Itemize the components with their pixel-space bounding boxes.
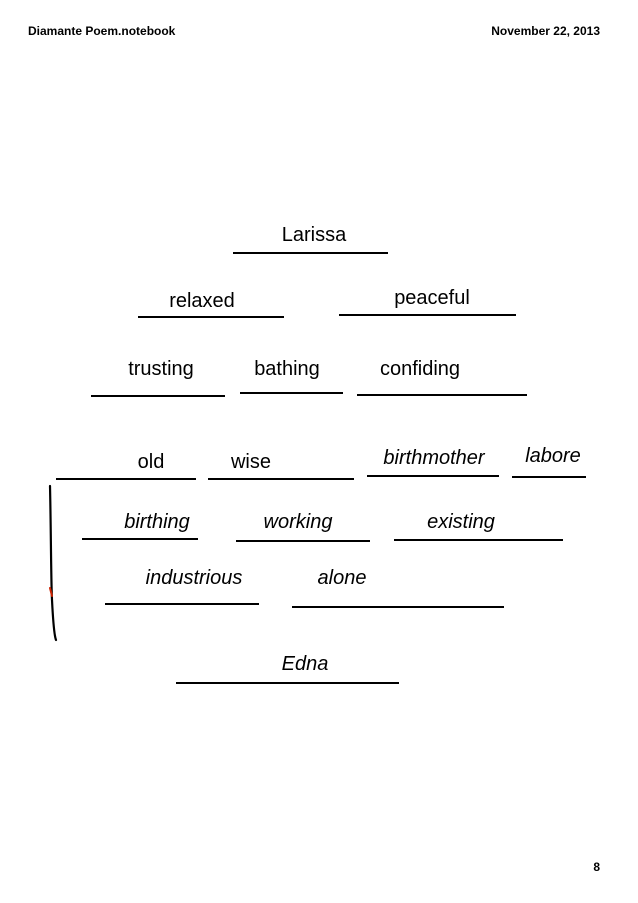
blank-line: [176, 682, 399, 684]
blank-line: [56, 478, 196, 480]
blank-line: [512, 476, 586, 478]
blank-line: [357, 394, 527, 396]
blank-line: [91, 395, 225, 397]
blank-line: [339, 314, 516, 316]
red-tick-mark: [49, 587, 53, 597]
blank-line: [367, 475, 499, 477]
blank-line: [105, 603, 259, 605]
blank-line: [292, 606, 504, 608]
poem-word-alone: alone: [317, 567, 367, 589]
poem-word-labore: labore: [525, 445, 581, 467]
page-number: 8: [593, 860, 600, 874]
poem-word-peaceful: peaceful: [394, 287, 470, 309]
notebook-date: November 22, 2013: [491, 24, 600, 38]
poem-word-relaxed: relaxed: [169, 290, 235, 312]
blank-line: [82, 538, 198, 540]
poem-word-edna: Edna: [281, 653, 329, 675]
poem-word-birthmother: birthmother: [383, 447, 485, 469]
poem-word-larissa: Larissa: [281, 224, 347, 246]
poem-word-old: old: [137, 451, 165, 473]
blank-line: [208, 478, 354, 480]
poem-word-wise: wise: [230, 451, 272, 473]
notebook-filename: Diamante Poem.notebook: [28, 24, 176, 38]
poem-word-industrious: industrious: [145, 567, 243, 589]
blank-line: [394, 539, 563, 541]
poem-word-birthing: birthing: [124, 511, 190, 533]
poem-word-existing: existing: [427, 511, 495, 533]
blank-line: [240, 392, 343, 394]
poem-word-bathing: bathing: [254, 358, 320, 380]
blank-line: [138, 316, 284, 318]
poem-word-trusting: trusting: [128, 358, 194, 380]
blank-line: [236, 540, 370, 542]
poem-word-working: working: [263, 511, 333, 533]
blank-line: [233, 252, 388, 254]
poem-word-confiding: confiding: [379, 358, 461, 380]
